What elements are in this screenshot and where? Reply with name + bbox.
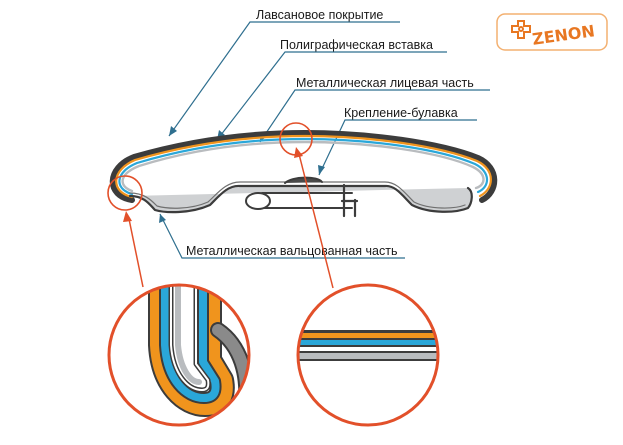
badge-cross-section bbox=[109, 130, 498, 218]
zenon-logo: ZENON bbox=[496, 13, 608, 51]
label-metal-face: Металлическая лицевая часть bbox=[296, 76, 474, 90]
edge-callout-marker bbox=[107, 175, 143, 211]
edge-detail-view bbox=[107, 283, 251, 427]
callout-arrowheads bbox=[123, 147, 303, 222]
label-printed-insert: Полиграфическая вставка bbox=[280, 38, 433, 52]
callout-connectors bbox=[128, 153, 334, 289]
face-detail-view bbox=[296, 283, 440, 427]
label-lavsan-coating: Лавсановое покрытие bbox=[256, 8, 383, 22]
label-pin-clasp: Крепление-булавка bbox=[344, 106, 458, 120]
label-metal-rolled: Металлическая вальцованная часть bbox=[186, 244, 397, 258]
leader-lines bbox=[159, 21, 490, 259]
ornament-cross-icon bbox=[511, 20, 531, 39]
